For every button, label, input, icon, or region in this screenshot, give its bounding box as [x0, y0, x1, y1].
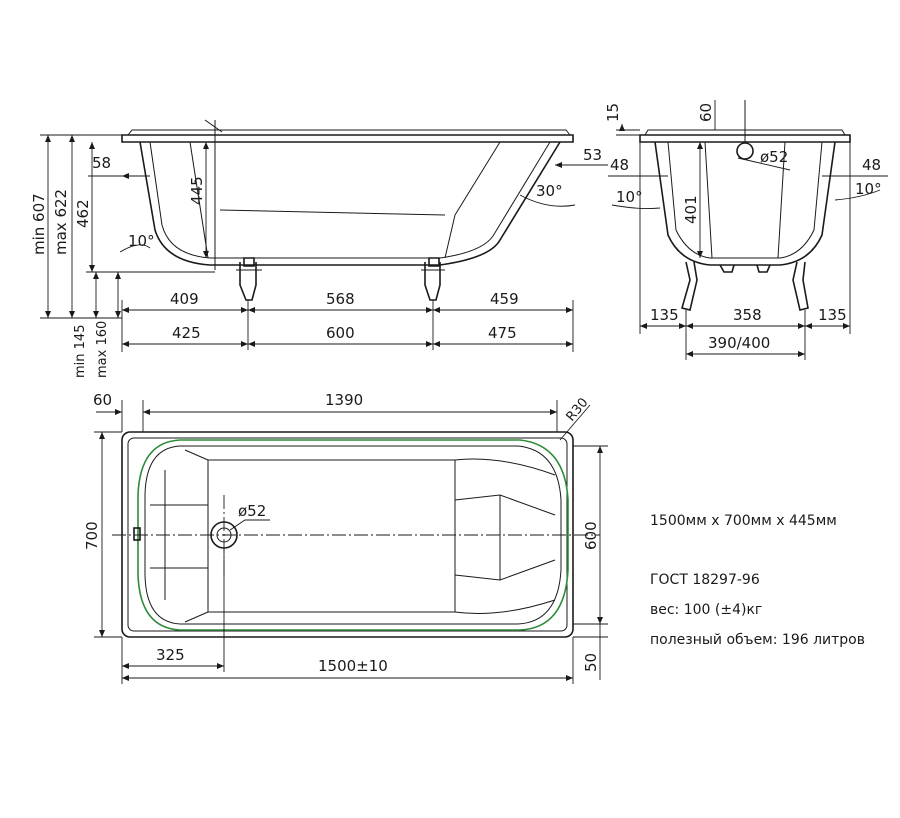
end-dim-48-right: 48 — [862, 156, 881, 174]
top-dim-60: 60 — [93, 391, 112, 409]
end-view: 15 60 48 48 10° 10° ø52 401 135 358 135 … — [604, 100, 888, 360]
side-dim-568: 568 — [326, 290, 355, 308]
top-dim-50: 50 — [582, 653, 600, 672]
side-view: 58 53 445 10° 30° min 607 max 622 462 mi… — [30, 119, 608, 378]
spec-gost: ГОСТ 18297-96 — [650, 572, 760, 588]
top-dim-325: 325 — [156, 646, 185, 664]
end-dim-135-right: 135 — [818, 306, 847, 324]
side-dim-459: 459 — [490, 290, 519, 308]
top-inner-width: 600 — [582, 521, 600, 550]
side-dim-475: 475 — [488, 324, 517, 342]
side-height-min: min 607 — [30, 193, 48, 255]
side-dim-53: 53 — [583, 146, 602, 164]
end-depth: 401 — [682, 195, 700, 224]
end-dim-15: 15 — [604, 103, 622, 122]
top-dim-1390: 1390 — [325, 391, 363, 409]
side-angle-10: 10° — [128, 232, 155, 250]
side-height-max: max 622 — [52, 189, 70, 255]
side-dim-58: 58 — [92, 154, 111, 172]
spec-size: 1500мм x 700мм x 445мм — [650, 513, 837, 529]
end-dim-48-left: 48 — [610, 156, 629, 174]
spec-volume: полезный объем: 196 литров — [650, 632, 865, 648]
side-dim-445: 445 — [188, 176, 206, 205]
side-dim-425: 425 — [172, 324, 201, 342]
end-angle-left: 10° — [616, 188, 643, 206]
end-drain: ø52 — [760, 148, 788, 166]
end-dim-legs: 390/400 — [708, 334, 770, 352]
side-dim-409: 409 — [170, 290, 199, 308]
end-dim-358: 358 — [733, 306, 762, 324]
top-width: 700 — [83, 521, 101, 550]
top-length: 1500±10 — [318, 657, 388, 675]
side-dim-600: 600 — [326, 324, 355, 342]
spec-weight: вес: 100 (±4)кг — [650, 602, 763, 618]
side-angle-30: 30° — [536, 182, 563, 200]
end-dim-135-left: 135 — [650, 306, 679, 324]
top-radius: R30 — [564, 395, 592, 424]
top-view: 60 1390 R30 700 600 50 ø52 325 1500±10 — [83, 391, 608, 684]
end-angle-right: 10° — [855, 180, 882, 198]
leg-height-max: max 160 — [95, 321, 110, 378]
end-dim-60: 60 — [697, 103, 715, 122]
top-drain: ø52 — [238, 502, 266, 520]
leg-height-min: min 145 — [73, 325, 88, 378]
side-height-462: 462 — [74, 199, 92, 228]
